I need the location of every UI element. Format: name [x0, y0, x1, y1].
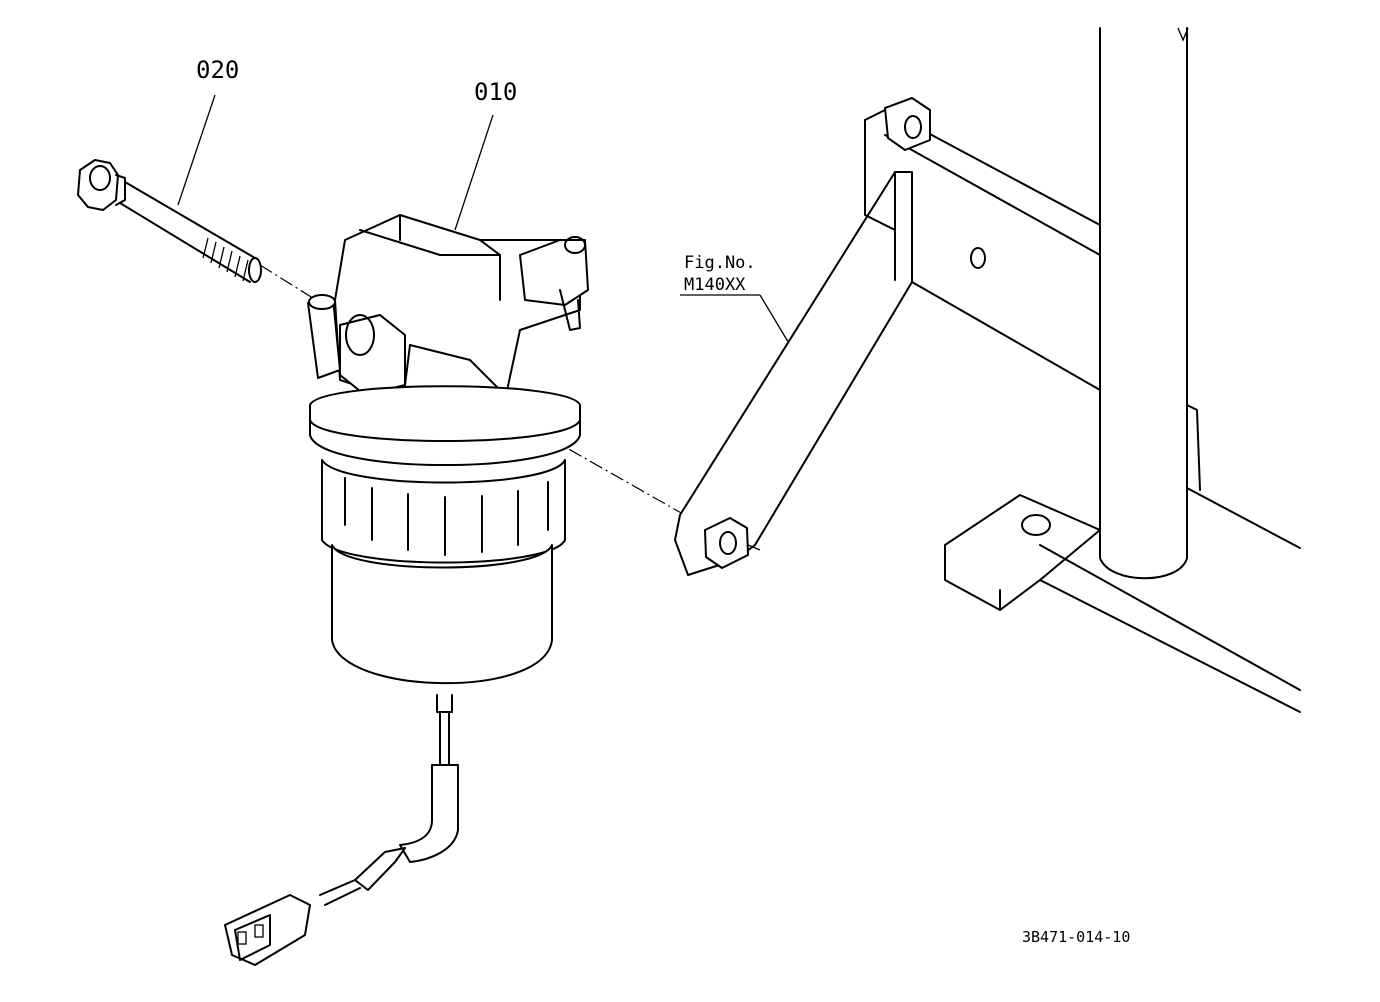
bolt-020	[77, 159, 262, 283]
bracket-m140xx	[674, 171, 913, 576]
figure-reference-number: M140XX	[684, 275, 746, 295]
bolt-thread	[202, 237, 249, 282]
frame-structure	[864, 27, 1301, 713]
leader-lines	[177, 94, 791, 346]
drawing-id: 3B471-014-10	[1022, 928, 1131, 946]
part-number-010: 010	[474, 78, 518, 106]
figure-reference-label: Fig.No.	[684, 253, 756, 273]
bowl-ribs	[344, 477, 549, 556]
fuel-filter-010	[224, 214, 589, 966]
part-number-020: 020	[196, 56, 240, 84]
